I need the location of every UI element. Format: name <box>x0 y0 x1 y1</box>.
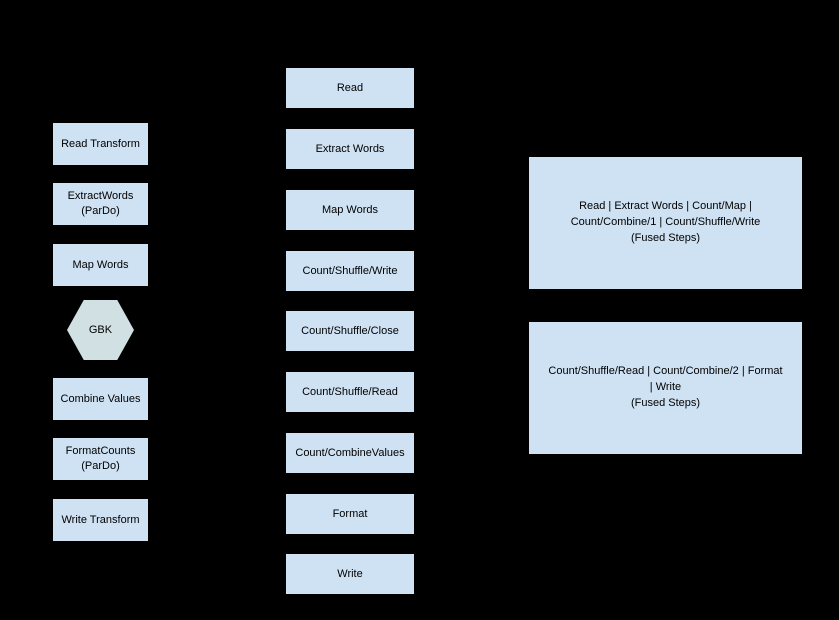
node-fused-steps-2: Count/Shuffle/Read | Count/Combine/2 | F… <box>528 321 803 455</box>
node-formatcounts-pardo: FormatCounts (ParDo) <box>52 437 149 481</box>
node-count-shuffle-write: Count/Shuffle/Write <box>285 250 415 292</box>
node-combine-values: Combine Values <box>52 377 149 421</box>
node-write: Write <box>285 553 415 595</box>
node-count-shuffle-read: Count/Shuffle/Read <box>285 371 415 413</box>
node-extractwords-pardo: ExtractWords (ParDo) <box>52 182 149 226</box>
node-map-words-user: Map Words <box>52 243 149 287</box>
node-count-shuffle-close: Count/Shuffle/Close <box>285 310 415 352</box>
node-read-transform: Read Transform <box>52 122 149 166</box>
fused-steps-1-label: Read | Extract Words | Count/Map | Count… <box>570 200 761 229</box>
node-read: Read <box>285 67 415 109</box>
node-extract-words: Extract Words <box>285 128 415 170</box>
node-fused-steps-1: Read | Extract Words | Count/Map | Count… <box>528 156 803 290</box>
fused-steps-2-label: Count/Shuffle/Read | Count/Combine/2 | F… <box>548 365 783 394</box>
fused-steps-1-sublabel: (Fused Steps) <box>630 231 701 244</box>
node-format: Format <box>285 493 415 535</box>
node-count-combinevalues: Count/CombineValues <box>285 432 415 474</box>
node-map-words: Map Words <box>285 189 415 231</box>
fused-steps-2-sublabel: (Fused Steps) <box>630 396 701 409</box>
node-gbk-hexagon: GBK <box>67 300 134 360</box>
node-write-transform: Write Transform <box>52 498 149 542</box>
